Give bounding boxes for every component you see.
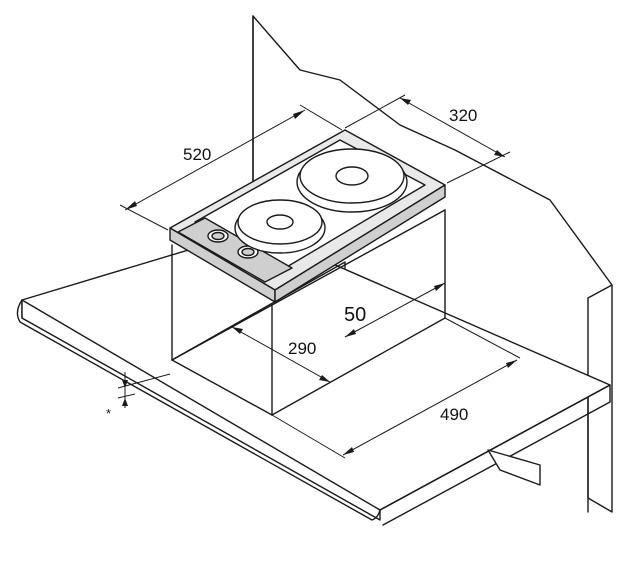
dim-label-50: 50: [344, 304, 366, 326]
hob: [169, 129, 446, 303]
dim-label-320: 320: [449, 106, 477, 125]
dim-label-290: 290: [288, 339, 316, 358]
hotplate-large-icon: [296, 148, 408, 213]
dimension-290: [231, 326, 331, 383]
note-asterisk: *: [106, 406, 111, 421]
thickness-marker: [117, 372, 171, 408]
dimension-50: [344, 282, 446, 338]
dim-label-490: 490: [440, 405, 468, 424]
dim-label-520: 520: [183, 145, 211, 164]
worktop: [16, 229, 611, 526]
dimension-520: [119, 104, 343, 231]
hotplate-small-icon: [234, 199, 326, 254]
control-knob-icon: [207, 229, 229, 243]
control-knob-icon: [237, 245, 259, 259]
dimension-490: [271, 317, 521, 459]
dimension-320: [344, 94, 511, 184]
cutout-box: [171, 209, 446, 416]
